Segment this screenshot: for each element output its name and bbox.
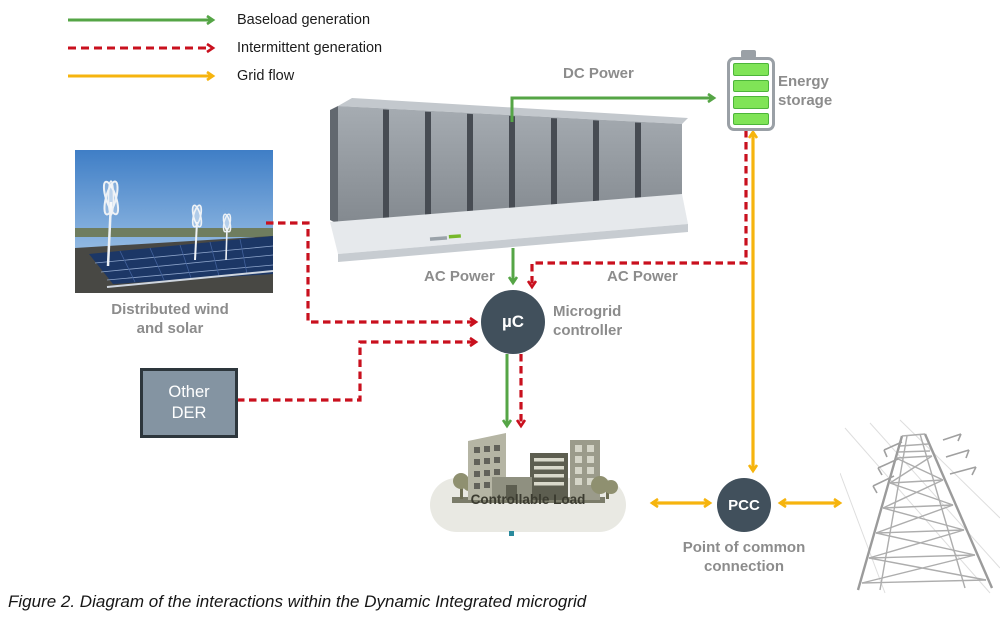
unit-base-top xyxy=(330,194,688,254)
tower-lattice xyxy=(861,433,987,591)
legend-label-grid-flow: Grid flow xyxy=(237,68,295,84)
pcc-node: PCC xyxy=(717,478,771,532)
unit-logo xyxy=(429,234,461,241)
cabinet-separators xyxy=(383,109,641,221)
microgrid-controller-node: µC xyxy=(481,290,545,354)
figure-caption: Figure 2. Diagram of the interactions wi… xyxy=(8,592,587,611)
energy-storage-label: Energy storage xyxy=(778,73,833,109)
tower-crossarms xyxy=(872,433,977,494)
building-striped-bands xyxy=(534,458,564,486)
wind-to-controller-line xyxy=(266,221,479,328)
pcc-label: Point of common connection xyxy=(682,539,806,575)
wind-turbine-medium xyxy=(191,204,203,261)
photo-treeline xyxy=(75,228,273,237)
storage-to-controller-red-line xyxy=(526,130,748,290)
dc-power-line xyxy=(510,92,717,122)
other-der-box: Other DER xyxy=(140,368,238,438)
wind-turbine-large xyxy=(102,180,120,267)
battery-icon xyxy=(727,57,775,131)
battery-bar xyxy=(733,112,769,125)
tower-outer-legs xyxy=(856,433,994,591)
wind-solar-photo xyxy=(75,150,273,293)
tree-right xyxy=(591,476,618,499)
building-right-windows xyxy=(575,445,594,485)
wind-solar-label: Distributed wind and solar xyxy=(111,301,229,337)
load-marker-dot xyxy=(509,531,514,536)
city-buildings xyxy=(452,433,618,503)
transmission-tower xyxy=(840,419,1000,594)
building-left-windows xyxy=(474,445,500,489)
unit-left-cap xyxy=(330,106,338,224)
dc-power-label: DC Power xyxy=(563,65,634,82)
wind-turbine-small xyxy=(222,213,232,261)
solar-rail xyxy=(106,270,273,288)
battery-bar xyxy=(733,79,769,92)
legend-label-baseload: Baseload generation xyxy=(237,12,371,28)
unit-base-front xyxy=(338,224,688,262)
solar-grid-cols xyxy=(119,238,248,283)
building-low-door xyxy=(506,485,517,500)
battery-bar xyxy=(733,63,769,76)
microgrid-controller-label: Microgrid controller xyxy=(553,303,623,339)
ac-power-left-label: AC Power xyxy=(424,268,495,285)
der-to-controller-line xyxy=(237,336,479,402)
controllable-load-label: Controllable Load xyxy=(470,492,586,507)
fuel-cell-unit xyxy=(330,98,688,262)
legend-label-intermittent: Intermittent generation xyxy=(237,40,383,56)
ac-power-right-label: AC Power xyxy=(607,268,678,285)
battery-bar xyxy=(733,96,769,109)
battery-terminal xyxy=(741,50,756,58)
